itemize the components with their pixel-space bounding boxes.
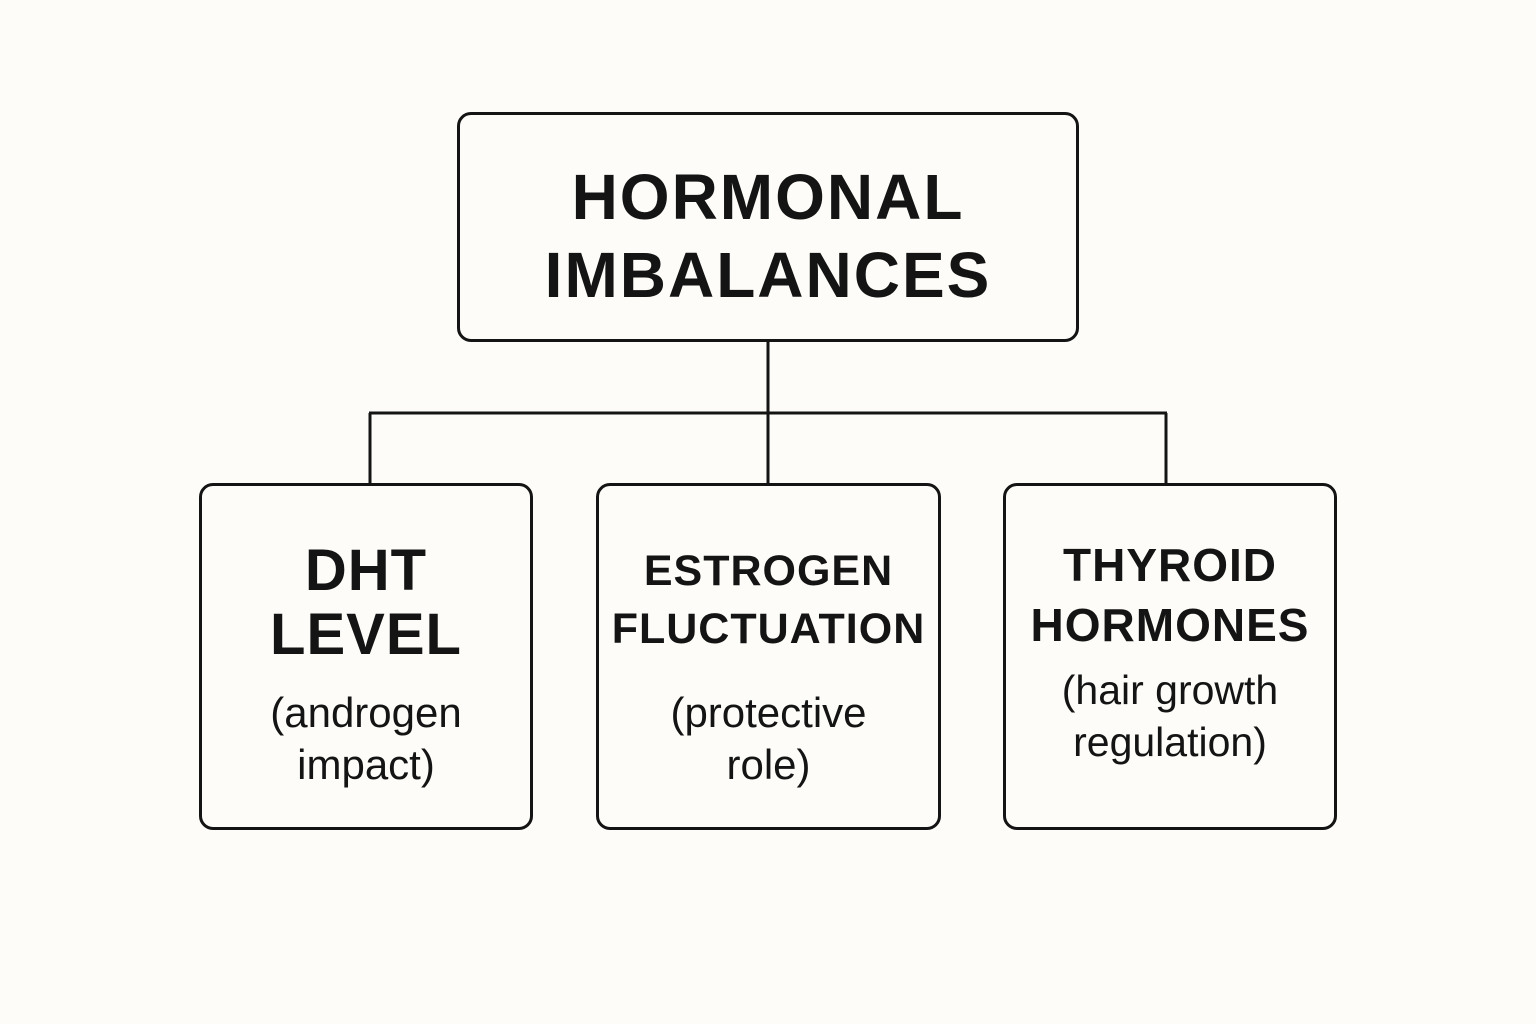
thyroid-note-line-1: (hair growth: [1061, 667, 1279, 713]
dht-title-line-1: DHT: [304, 538, 428, 603]
child-node-thyroid-hormones: THYROID HORMONES (hair growth regulation…: [1003, 483, 1337, 830]
thyroid-title-line-1: THYROID: [1063, 539, 1277, 591]
thyroid-title-line-2: HORMONES: [1030, 599, 1310, 651]
dht-title-line-2: LEVEL: [270, 602, 462, 667]
root-title-line-2: IMBALANCES: [544, 239, 992, 311]
estrogen-note-line-1: (protective: [670, 689, 867, 736]
root-node-hormonal-imbalances: HORMONAL IMBALANCES: [457, 112, 1079, 342]
estrogen-title-line-1: ESTROGEN: [643, 547, 894, 595]
dht-note-line-2: impact): [297, 741, 435, 788]
estrogen-note-line-2: role): [726, 741, 811, 788]
child-node-estrogen-fluctuation: ESTROGEN FLUCTUATION (protective role): [596, 483, 941, 830]
child-node-dht-level: DHT LEVEL (androgen impact): [199, 483, 533, 830]
root-title-line-1: HORMONAL: [571, 161, 965, 233]
estrogen-title-line-2: FLUCTUATION: [611, 605, 926, 653]
thyroid-note-line-2: regulation): [1073, 719, 1267, 765]
dht-note-line-1: (androgen: [270, 689, 462, 736]
